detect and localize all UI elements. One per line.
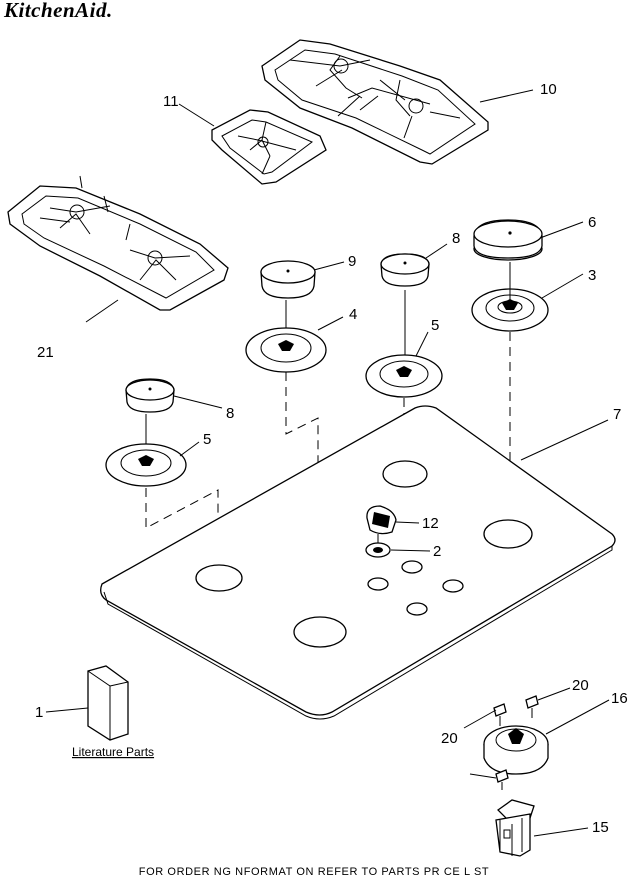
callout-21: 21 [37,344,54,361]
cooktop-panel [100,405,616,720]
literature-parts-label: Literature Parts [72,745,154,759]
grate-single-center [211,109,327,185]
callout-9: 9 [348,253,356,270]
callout-4: 4 [349,306,357,323]
callout-5-center: 5 [431,317,439,334]
burner-base-3 [471,262,549,332]
control-knob [366,505,397,544]
callout-3: 3 [588,267,596,284]
callout-20-left: 20 [441,730,458,747]
callout-5-left: 5 [203,431,211,448]
callout-12: 12 [422,515,439,532]
burner-base-5-center [365,290,443,398]
callout-16: 16 [611,690,628,707]
callout-20-right: 20 [572,677,589,694]
screw-lower [495,769,509,790]
callout-10: 10 [540,81,557,98]
burner-cap-9 [260,260,316,299]
callout-7: 7 [613,406,621,423]
callout-8-left: 8 [226,405,234,422]
callout-8-center: 8 [452,230,460,247]
burner-cap-8-left [125,378,175,413]
grate-double-left [7,175,229,311]
brand-logo: KitchenAid. [3,0,113,22]
callout-15: 15 [592,819,609,836]
burner-assembly [483,725,549,775]
screw-left [493,703,507,726]
callout-11: 11 [163,93,179,110]
burner-base-4 [245,300,327,373]
callout-2: 2 [433,543,441,560]
gas-valve [495,799,535,857]
burner-cap-6 [473,219,543,261]
footer-ordering-info: FOR ORDER NG NFORMAT ON REFER TO PARTS P… [139,866,489,878]
callout-1: 1 [35,704,43,721]
callout-6: 6 [588,214,596,231]
knob-bezel [365,542,391,558]
burner-cap-8-center [380,253,430,287]
literature-booklet [87,665,129,741]
screw-right [525,695,539,718]
burner-base-5-left [105,414,187,487]
grate-double-top [261,39,489,165]
leader-lines [45,89,610,837]
